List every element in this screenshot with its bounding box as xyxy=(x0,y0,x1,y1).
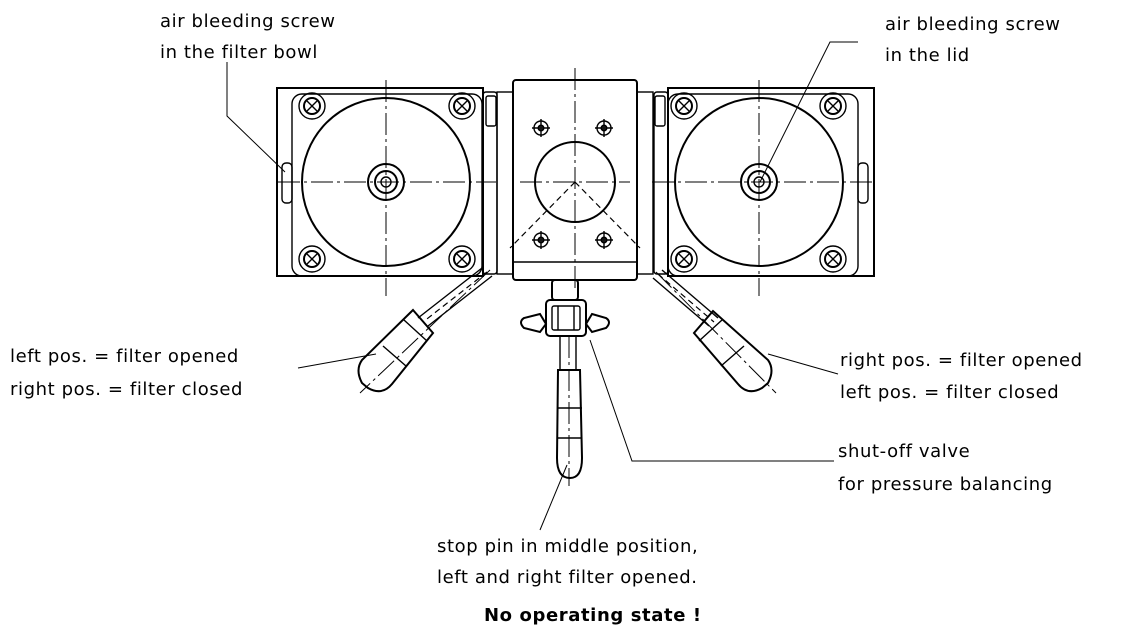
air-bleed-bowl-line1: air bleeding screw xyxy=(160,11,336,32)
shutoff-line1: shut-off valve xyxy=(838,441,970,462)
left-filter-housing xyxy=(276,80,498,296)
right-filter-housing xyxy=(652,80,875,296)
air-bleed-bowl-line2: in the filter bowl xyxy=(160,42,318,63)
left-lever-line2: right pos. = filter closed xyxy=(10,379,243,400)
air-bleed-lid-line1: air bleeding screw xyxy=(885,14,1061,35)
right-lever-line2: left pos. = filter closed xyxy=(840,382,1059,403)
changeover-valve-block xyxy=(496,68,654,290)
left-lever xyxy=(357,267,493,394)
annotation-texts: air bleeding screw in the filter bowl ai… xyxy=(10,11,1083,626)
right-lever-line1: right pos. = filter opened xyxy=(840,350,1083,371)
shut-off-valve xyxy=(520,279,610,337)
right-bolts xyxy=(670,92,847,273)
left-bolts xyxy=(298,92,476,273)
shutoff-line2: for pressure balancing xyxy=(838,474,1053,495)
stop-pin-line1: stop pin in middle position, xyxy=(437,536,698,557)
stop-pin-handle xyxy=(555,335,584,486)
leader-lines xyxy=(226,41,858,531)
warning-text: No operating state ! xyxy=(484,605,702,626)
stop-pin-line2: left and right filter opened. xyxy=(437,567,698,588)
left-lever-line1: left pos. = filter opened xyxy=(10,346,239,367)
right-lever xyxy=(652,269,777,394)
air-bleed-lid-line2: in the lid xyxy=(885,45,970,66)
